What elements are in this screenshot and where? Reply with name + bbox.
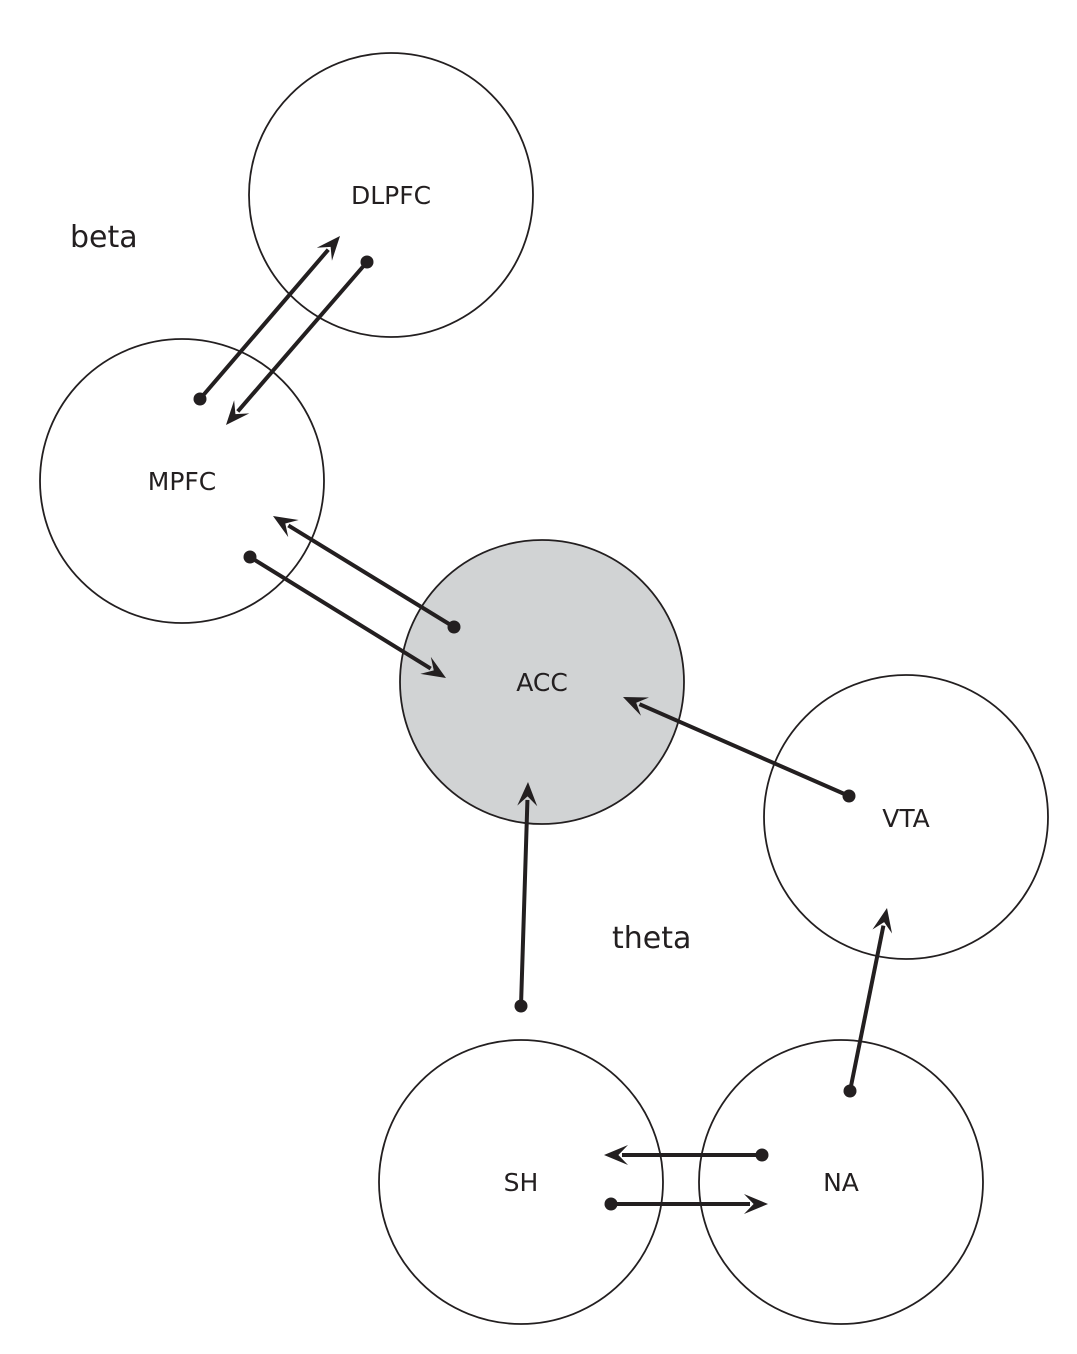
edge-mpfc-to-dlpfc-arrowhead-icon (316, 236, 340, 261)
edge-sh-to-acc-origin-dot (514, 999, 528, 1013)
band-label-beta: beta (70, 220, 138, 255)
edge-na-to-sh (604, 1145, 769, 1165)
edge-dlpfc-to-mpfc (226, 255, 374, 425)
edge-mpfc-to-dlpfc-origin-dot (193, 392, 207, 406)
edge-vta-to-acc (623, 697, 856, 803)
edge-acc-to-mpfc-arrowhead-icon (273, 516, 299, 538)
node-acc: ACC (399, 539, 685, 825)
edge-na-to-vta (843, 908, 893, 1098)
node-vta-circle (763, 674, 1049, 960)
edge-dlpfc-to-mpfc-arrowhead-icon (226, 400, 250, 425)
edge-sh-to-na-arrowhead-icon (744, 1194, 768, 1214)
edge-acc-to-mpfc-line (287, 523, 456, 629)
node-na-circle (698, 1039, 984, 1325)
node-dlpfc-label: DLPFC (351, 181, 431, 210)
edge-sh-to-acc-arrowhead-icon (517, 782, 538, 807)
edge-mpfc-to-acc-origin-dot (243, 550, 257, 564)
edge-sh-to-na-origin-dot (604, 1197, 618, 1211)
edge-na-to-sh-origin-dot (755, 1148, 769, 1162)
node-na: NA (698, 1039, 984, 1325)
connections (193, 236, 893, 1214)
node-acc-label: ACC (516, 668, 568, 697)
edge-mpfc-to-dlpfc (193, 236, 340, 406)
node-dlpfc-circle (248, 52, 534, 338)
edge-sh-to-acc-line (519, 799, 530, 1007)
edge-dlpfc-to-mpfc-line (236, 260, 369, 413)
node-sh-label: SH (504, 1168, 539, 1197)
edge-sh-to-acc (514, 782, 538, 1013)
edge-dlpfc-to-mpfc-origin-dot (360, 255, 374, 269)
edge-vta-to-acc-origin-dot (842, 789, 856, 803)
edge-na-to-sh-arrowhead-icon (604, 1145, 628, 1165)
edge-mpfc-to-acc-arrowhead-icon (420, 656, 446, 678)
node-na-label: NA (823, 1168, 859, 1197)
node-vta: VTA (763, 674, 1049, 960)
edge-na-to-vta-line (848, 925, 886, 1092)
node-mpfc: MPFC (39, 338, 325, 624)
edge-vta-to-acc-arrowhead-icon (623, 697, 649, 716)
node-acc-circle (399, 539, 685, 825)
edge-acc-to-mpfc-origin-dot (447, 620, 461, 634)
edge-na-to-vta-origin-dot (843, 1084, 857, 1098)
edge-na-to-vta-arrowhead-icon (872, 908, 893, 934)
edge-sh-to-na (604, 1194, 768, 1214)
band-label-theta: theta (612, 921, 691, 956)
edge-vta-to-acc-line (638, 702, 850, 798)
edge-mpfc-to-dlpfc-line (198, 248, 330, 401)
node-mpfc-label: MPFC (148, 467, 216, 496)
edge-mpfc-to-acc (243, 550, 446, 678)
node-sh: SH (378, 1039, 664, 1325)
edge-acc-to-mpfc (273, 516, 461, 634)
edge-mpfc-to-acc-line (248, 555, 432, 671)
node-dlpfc: DLPFC (248, 52, 534, 338)
node-vta-label: VTA (882, 804, 930, 833)
node-sh-circle (378, 1039, 664, 1325)
